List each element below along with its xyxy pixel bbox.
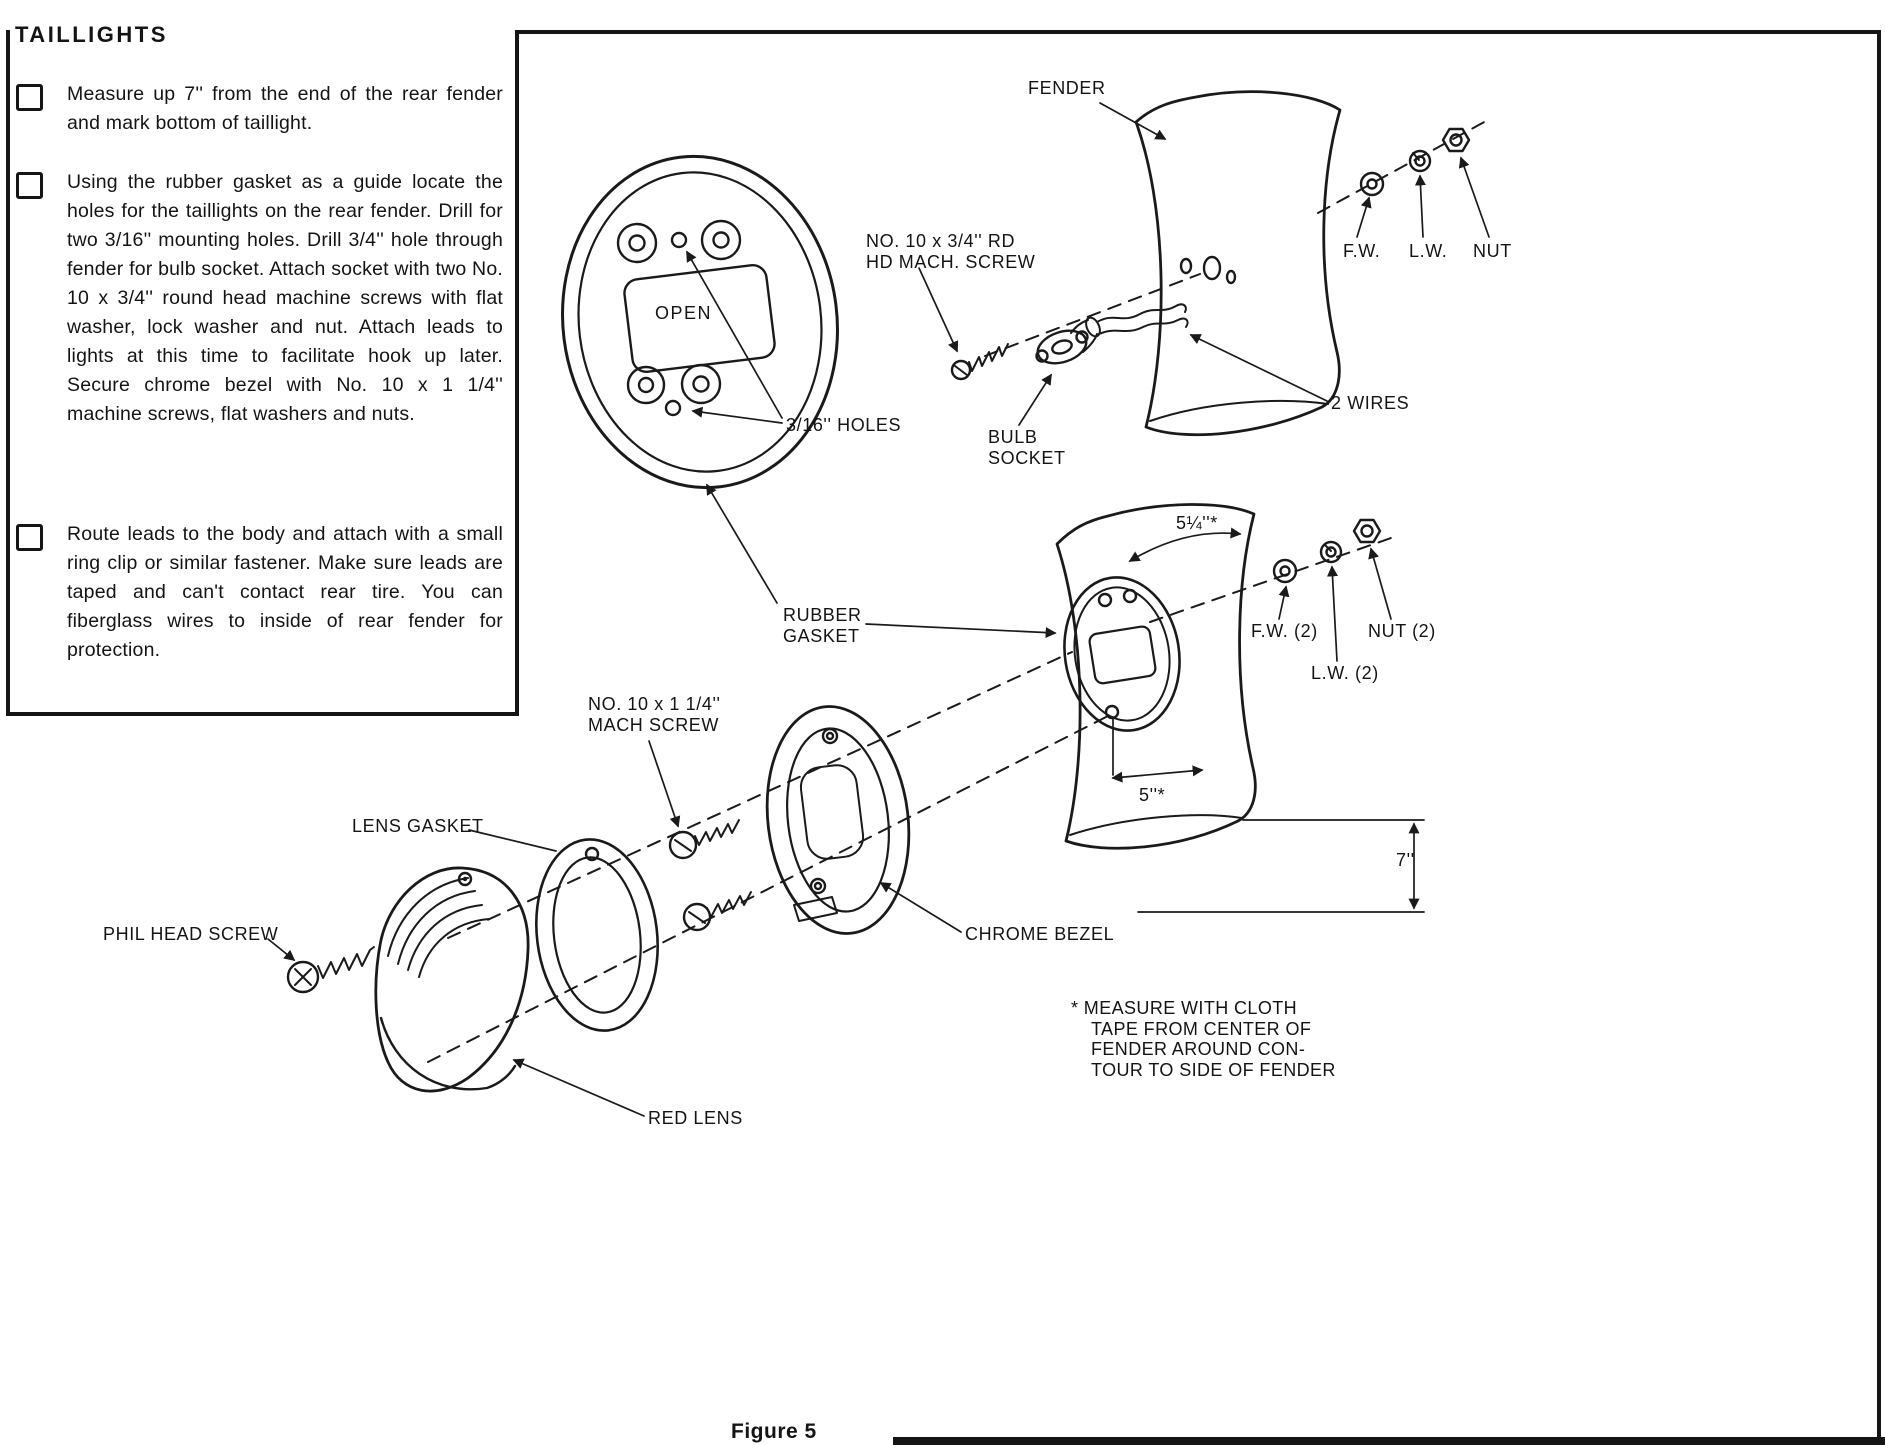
wire [1096, 303, 1187, 323]
measure-footnote-line3: FENDER AROUND CON- [1091, 1039, 1306, 1059]
assembly-axis-lines [427, 120, 1487, 1063]
measure-footnote-line1: * MEASURE WITH CLOTH [1071, 998, 1298, 1018]
lock-washer-icon [1408, 149, 1432, 173]
bulb-socket-label-line2: SOCKET [988, 448, 1066, 468]
dimension-7-label: 7'' [1396, 850, 1415, 870]
measure-footnote-line2: TAPE FROM CENTER OF [1091, 1018, 1312, 1039]
page-bottom-rule [893, 1437, 1885, 1445]
instruction-item: Using the rubber gasket as a guide locat… [16, 168, 504, 429]
holes-316-label: 3/16'' HOLES [786, 415, 902, 435]
washer-nut-top-drawing [1359, 127, 1471, 197]
mach-screw-114-label-line2: MACH SCREW [588, 715, 719, 735]
flat-washer-label: F.W. [1343, 241, 1381, 261]
figure-frame [518, 30, 1881, 1445]
leader-lines [267, 102, 1490, 1117]
nut-label: NUT [1473, 241, 1512, 261]
lens-gasket-label: LENS GASKET [352, 816, 484, 836]
flat-washer-icon [1359, 171, 1385, 197]
figure-caption: Figure 5 [731, 1420, 817, 1443]
mounting-hole [670, 231, 688, 249]
nut-icon [1352, 518, 1382, 544]
open-marking-label: OPEN [655, 303, 713, 323]
phil-head-screw-label: PHIL HEAD SCREW [103, 924, 279, 944]
bulb-socket-drawing [1035, 303, 1189, 365]
lock-washer-label: L.W. [1409, 241, 1448, 261]
red-lens-label: RED LENS [648, 1108, 743, 1128]
instruction-item: Route leads to the body and attach with … [16, 520, 504, 665]
mach-screw-114-label: NO. 10 x 1 1/4'' MACH SCREW [588, 694, 721, 736]
instructions-panel [6, 30, 519, 716]
measure-footnote-line4: TOUR TO SIDE OF FENDER [1091, 1059, 1336, 1080]
phillips-screw-drawing [286, 946, 375, 994]
rubber-gasket-label-line2: GASKET [783, 626, 860, 646]
nut-2-label: NUT (2) [1368, 621, 1436, 641]
wire [1098, 317, 1189, 335]
rubber-gasket-label-line1: RUBBER [783, 605, 862, 625]
instruction-text: Measure up 7'' from the end of the rear … [67, 83, 503, 134]
instruction-item: Measure up 7'' from the end of the rear … [16, 80, 504, 138]
fender-mid-drawing [1055, 503, 1257, 850]
fender-top-drawing [1134, 90, 1342, 437]
round-head-screw-drawing [950, 343, 1009, 381]
instruction-checkbox[interactable] [16, 84, 43, 111]
lock-washer-icon [1319, 540, 1343, 564]
instruction-checkbox[interactable] [16, 524, 43, 551]
bulb-socket-label-line1: BULB [988, 427, 1038, 447]
flat-washer-icon [1272, 558, 1298, 584]
washer-nut-mid-drawing [1272, 518, 1382, 584]
mach-screw-34-label-line1: NO. 10 x 3/4'' RD [866, 231, 1016, 251]
machine-screws-drawing [668, 819, 752, 932]
chrome-bezel-label: CHROME BEZEL [965, 924, 1115, 944]
lock-washer-2-label: L.W. (2) [1311, 663, 1379, 683]
dimension-5-label: 5''* [1139, 785, 1166, 805]
nut-icon [1441, 127, 1471, 153]
red-lens-drawing [374, 866, 530, 1093]
instruction-text: Using the rubber gasket as a guide locat… [67, 171, 503, 425]
mounting-hole [664, 399, 682, 417]
mach-screw-114-label-line1: NO. 10 x 1 1/4'' [588, 694, 721, 714]
dimension-5-25-label: 5¼''* [1176, 513, 1218, 533]
mach-screw-34-label-line2: HD MACH. SCREW [866, 252, 1036, 272]
mach-screw-34-label: NO. 10 x 3/4'' RD HD MACH. SCREW [866, 231, 1035, 273]
two-wires-label: 2 WIRES [1331, 393, 1410, 413]
rubber-gasket-label: RUBBER GASKET [783, 605, 862, 647]
lens-gasket-drawing [535, 838, 659, 1032]
chrome-bezel-drawing [765, 705, 911, 935]
rubber-gasket-face-drawing [561, 154, 839, 490]
dimension-lines [1111, 527, 1425, 913]
page-title: TAILLIGHTS [15, 22, 168, 47]
flat-washer-2-label: F.W. (2) [1251, 621, 1318, 641]
instruction-text: Route leads to the body and attach with … [67, 523, 503, 661]
fender-label: FENDER [1028, 78, 1106, 98]
instruction-checkbox[interactable] [16, 172, 43, 199]
bulb-socket-label: BULB SOCKET [988, 427, 1066, 469]
measure-footnote: * MEASURE WITH CLOTH TAPE FROM CENTER OF… [1071, 998, 1336, 1080]
